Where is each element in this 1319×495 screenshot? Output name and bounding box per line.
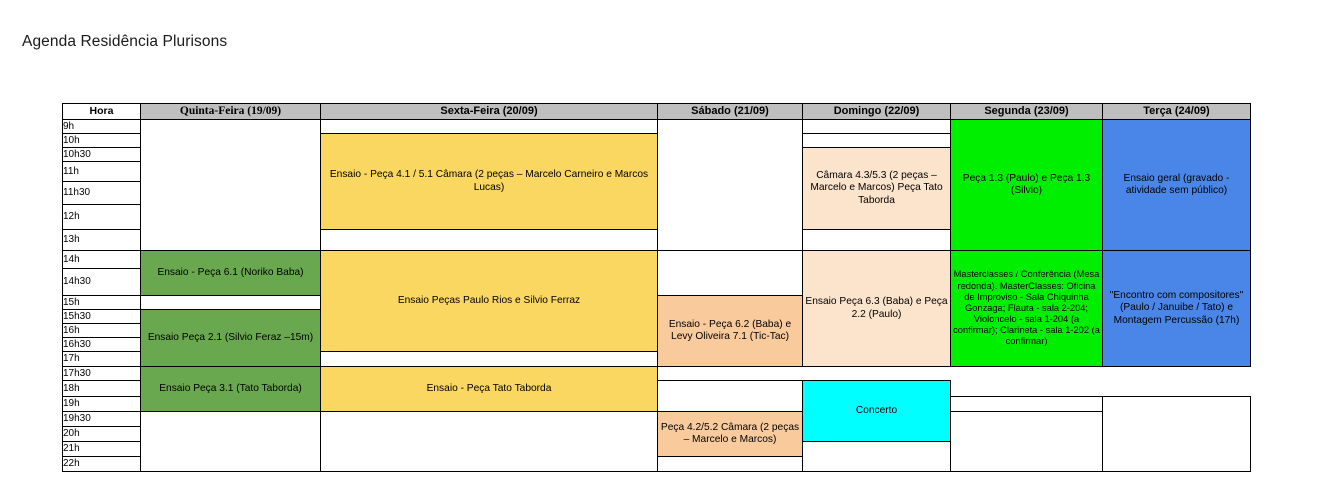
column-header-sabado: Sábado (21/09) [657,103,803,120]
empty-cell-quinta-15h [140,295,321,310]
time-row: 18h Concerto [62,380,1251,442]
time-row: 11h30 [62,181,1251,205]
empty-cell-domingo-13h [802,229,951,251]
empty-cell-sexta-13h [320,229,658,251]
empty-cell-domingo-noite [950,411,1103,472]
time-label: 13h [62,229,141,251]
time-label: 14h [62,250,141,269]
time-row: 15h30 Ensaio Peça 2.1 (Silvio Feraz –15m… [62,309,1251,367]
time-row: 14h Ensaio - Peça 6.1 (Noriko Baba) Ensa… [62,250,1251,367]
time-row: 17h30 Ensaio Peça 3.1 (Tato Taborda) Ens… [62,366,1251,412]
empty-cell-sabado-18h [657,380,803,412]
event-ensaio-peca-6-1[interactable]: Ensaio - Peça 6.1 (Noriko Baba) [140,250,321,296]
column-header-quinta: Quinta-Feira (19/09) [140,103,321,120]
column-header-sexta: Sexta-Feira (20/09) [320,103,658,120]
empty-cell-domingo-19h [950,396,1103,412]
empty-cell-sabado-22h [657,456,803,472]
event-ensaio-peca-6-2[interactable]: Ensaio - Peça 6.2 (Baba) e Levy Oliveira… [657,295,803,367]
time-row: 10h Ensaio - Peça 4.1 / 5.1 Câmara (2 pe… [62,133,1251,230]
empty-cell-quinta-noite [140,411,321,472]
empty-cell-terca-noite [802,441,951,472]
time-label: 18h [62,380,141,397]
event-ensaio-peca-tato-taborda[interactable]: Ensaio - Peça Tato Taborda [320,366,658,412]
time-row: 17h [62,351,1251,367]
time-label: 16h30 [62,337,141,352]
schedule-table: Hora Quinta-Feira (19/09) Sexta-Feira (2… [62,103,1251,472]
event-ensaio-peca-4-1-5-1-camara[interactable]: Ensaio - Peça 4.1 / 5.1 Câmara (2 peças … [320,133,658,230]
time-row: 22h [62,456,1251,472]
page-title: Agenda Residência Plurisons [22,33,228,50]
event-ensaio-geral[interactable]: Ensaio geral (gravado - atividade sem pú… [1102,119,1251,251]
empty-cell-domingo-9h [802,119,951,134]
empty-cell-sabado-14h [657,250,803,296]
time-row: 19h30 Peça 4.2/5.2 Câmara (2 peças – Mar… [62,411,1251,472]
time-row: 10h30 Câmara 4.3/5.3 (2 peças – Marcelo … [62,147,1251,230]
column-header-segunda: Segunda (23/09) [950,103,1103,120]
time-label: 17h [62,351,141,367]
schedule-grid: Hora Quinta-Feira (19/09) Sexta-Feira (2… [62,103,1251,472]
time-row: 20h [62,426,1251,442]
empty-cell-sexta-noite [320,411,658,472]
event-ensaio-peca-2-1[interactable]: Ensaio Peça 2.1 (Silvio Feraz –15m) [140,309,321,367]
time-label: 19h [62,396,141,412]
empty-cell-domingo-10h [802,133,951,148]
event-peca-4-2-5-2[interactable]: Peça 4.2/5.2 Câmara (2 peças – Marcelo e… [657,411,803,457]
event-masterclasses-conferencia[interactable]: Masterclasses / Conferência (Mesa redond… [950,250,1103,367]
time-label: 20h [62,426,141,442]
time-label: 19h30 [62,411,141,427]
time-row: 21h [62,441,1251,472]
event-camara-4-3-5-3[interactable]: Câmara 4.3/5.3 (2 peças – Marcelo e Marc… [802,147,951,230]
event-ensaio-peca-6-3[interactable]: Ensaio Peça 6.3 (Baba) e Peça 2.2 (Paulo… [802,250,951,367]
time-label: 22h [62,456,141,472]
time-label: 9h [62,119,141,134]
time-label: 21h [62,441,141,457]
time-label: 14h30 [62,268,141,296]
time-label: 11h [62,161,141,182]
header-row: Hora Quinta-Feira (19/09) Sexta-Feira (2… [62,103,1251,120]
time-label: 17h30 [62,366,141,381]
event-ensaio-peca-3-1[interactable]: Ensaio Peça 3.1 (Tato Taborda) [140,366,321,412]
time-label: 15h [62,295,141,310]
event-peca-1-3[interactable]: Peça 1.3 (Paulo) e Peça 1.3 (Silvio) [950,119,1103,251]
time-row: 13h [62,229,1251,251]
time-row: 12h [62,204,1251,230]
time-label: 10h [62,133,141,148]
event-encontro-com-compositores[interactable]: "Encontro com compositores" (Paulo / Jan… [1102,250,1251,367]
event-ensaio-pecas-paulo-silvio[interactable]: Ensaio Peças Paulo Rios e Silvio Ferraz [320,250,658,352]
empty-cell-quinta-manha [140,119,321,251]
time-row: 16h [62,323,1251,338]
column-header-terca: Terça (24/09) [1102,103,1251,120]
time-label: 15h30 [62,309,141,324]
time-label: 10h30 [62,147,141,162]
time-row: 9h Peça 1.3 (Paulo) e Peça 1.3 (Silvio) … [62,119,1251,251]
column-header-hora: Hora [62,103,141,120]
time-label: 16h [62,323,141,338]
event-concerto[interactable]: Concerto [802,380,951,442]
column-header-domingo: Domingo (22/09) [802,103,951,120]
time-label: 11h30 [62,181,141,205]
empty-cell-segunda-noite [1102,396,1251,472]
time-row: 19h [62,396,1251,472]
empty-cell-sexta-9h [320,119,658,134]
time-label: 12h [62,204,141,230]
empty-cell-sabado-manha [657,119,803,251]
time-row: 16h30 [62,337,1251,352]
